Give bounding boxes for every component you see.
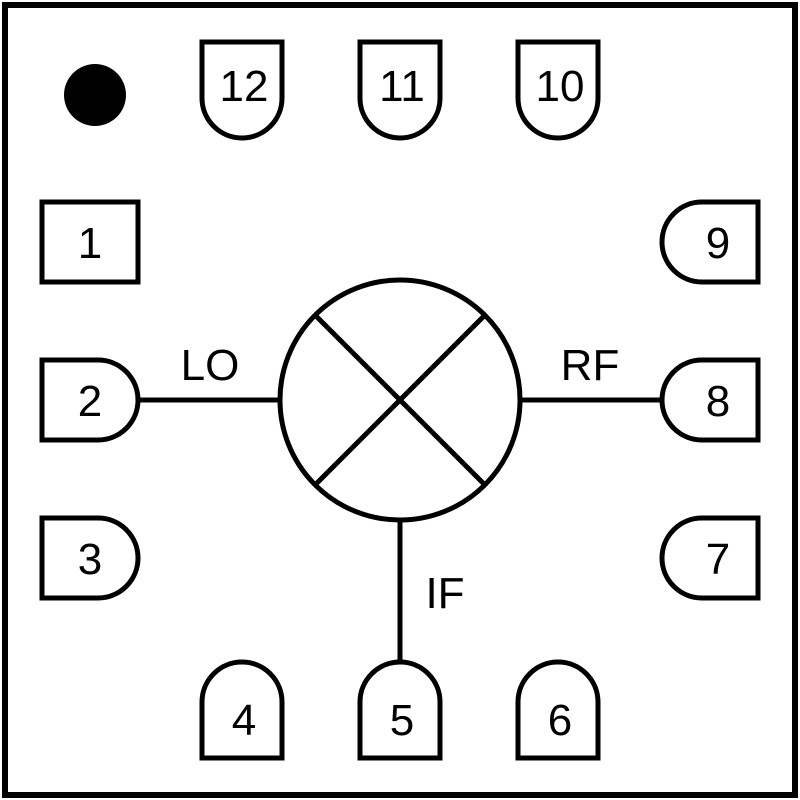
pin-2-label: 2 [78, 377, 102, 426]
lo-label: LO [181, 341, 240, 390]
pin-5-pad [357, 659, 443, 761]
pin-12-label: 12 [220, 62, 269, 111]
pin-6-label: 6 [548, 696, 572, 745]
pin-3-pad [39, 515, 141, 601]
pin-1-pad [39, 199, 141, 285]
pin-6-pad [515, 659, 601, 761]
pin-7-pad [659, 515, 761, 601]
rf-label: RF [561, 341, 620, 390]
pin-8-label: 8 [706, 377, 730, 426]
pin-3-label: 3 [78, 535, 102, 584]
pin-12-pad [199, 39, 285, 141]
pin-4-label: 4 [232, 696, 256, 745]
pin-4-pad [199, 659, 285, 761]
pin-9-label: 9 [706, 219, 730, 268]
pin-2-pad [39, 357, 141, 443]
mixer-cross-line [313, 313, 487, 487]
pin-11-pad [357, 39, 443, 141]
if-label: IF [425, 569, 464, 618]
pin-7-label: 7 [706, 535, 730, 584]
pin-1-label: 1 [78, 219, 102, 268]
pin-10-label: 10 [536, 62, 585, 111]
pin1-orientation-dot [64, 64, 126, 126]
pin-10-pad [515, 39, 601, 141]
pin-8-pad [659, 357, 761, 443]
pin-9-pad [659, 199, 761, 285]
pin-5-label: 5 [390, 696, 414, 745]
pin-11-label: 11 [379, 62, 425, 111]
